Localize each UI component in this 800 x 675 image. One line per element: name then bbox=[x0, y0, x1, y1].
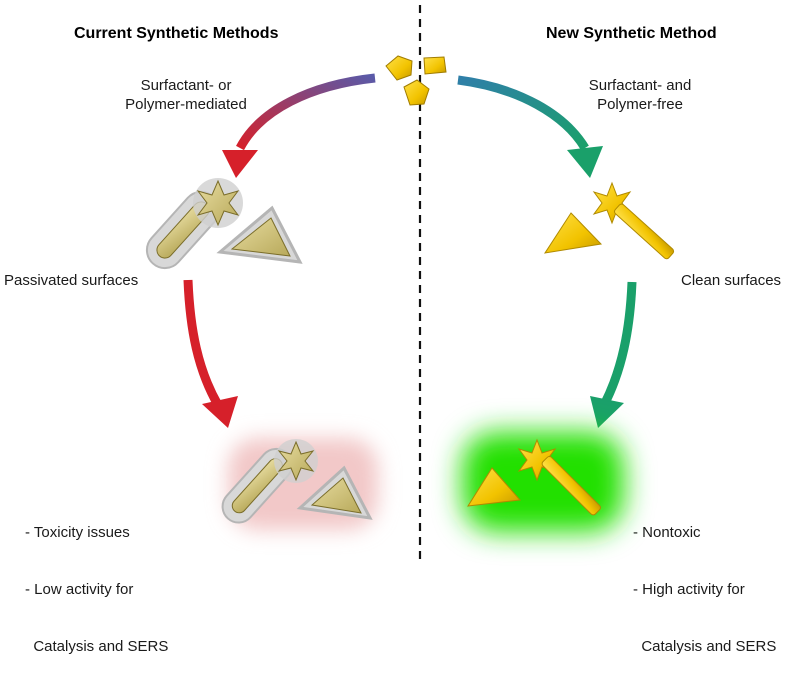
left-surface-label: Passivated surfaces bbox=[4, 272, 139, 289]
seed-particles bbox=[385, 55, 447, 106]
right-bottom-particles bbox=[462, 432, 624, 532]
left-condition-line-2: Polymer-mediated bbox=[125, 96, 247, 113]
synthesis-diagram bbox=[145, 5, 675, 562]
left-outcome-3: Catalysis and SERS bbox=[25, 638, 169, 655]
right-clean-particles bbox=[543, 181, 675, 260]
right-top-arrow bbox=[457, 75, 603, 178]
left-condition: Surfactant- or Polymer-mediated bbox=[96, 76, 276, 114]
left-passivated-particles bbox=[145, 178, 303, 270]
left-title: Current Synthetic Methods bbox=[74, 25, 279, 42]
right-condition: Surfactant- and Polymer-free bbox=[560, 76, 720, 114]
right-outcome-2: - High activity for bbox=[633, 581, 745, 598]
right-outcome-1: - Nontoxic bbox=[633, 524, 701, 541]
left-outcome-1: - Toxicity issues bbox=[25, 524, 130, 541]
right-middle-arrow bbox=[590, 281, 637, 428]
left-middle-arrow bbox=[183, 279, 238, 428]
left-top-arrow bbox=[222, 73, 376, 178]
left-condition-line-1: Surfactant- or bbox=[140, 77, 232, 94]
right-outcome-3: Catalysis and SERS bbox=[633, 638, 777, 655]
right-title: New Synthetic Method bbox=[546, 25, 717, 42]
left-outcome-2: - Low activity for bbox=[25, 581, 134, 598]
left-bottom-particles bbox=[221, 438, 378, 530]
right-condition-line-1: Surfactant- and bbox=[588, 77, 692, 94]
right-condition-line-2: Polymer-free bbox=[597, 96, 683, 113]
right-surface-label: Clean surfaces bbox=[681, 272, 782, 289]
